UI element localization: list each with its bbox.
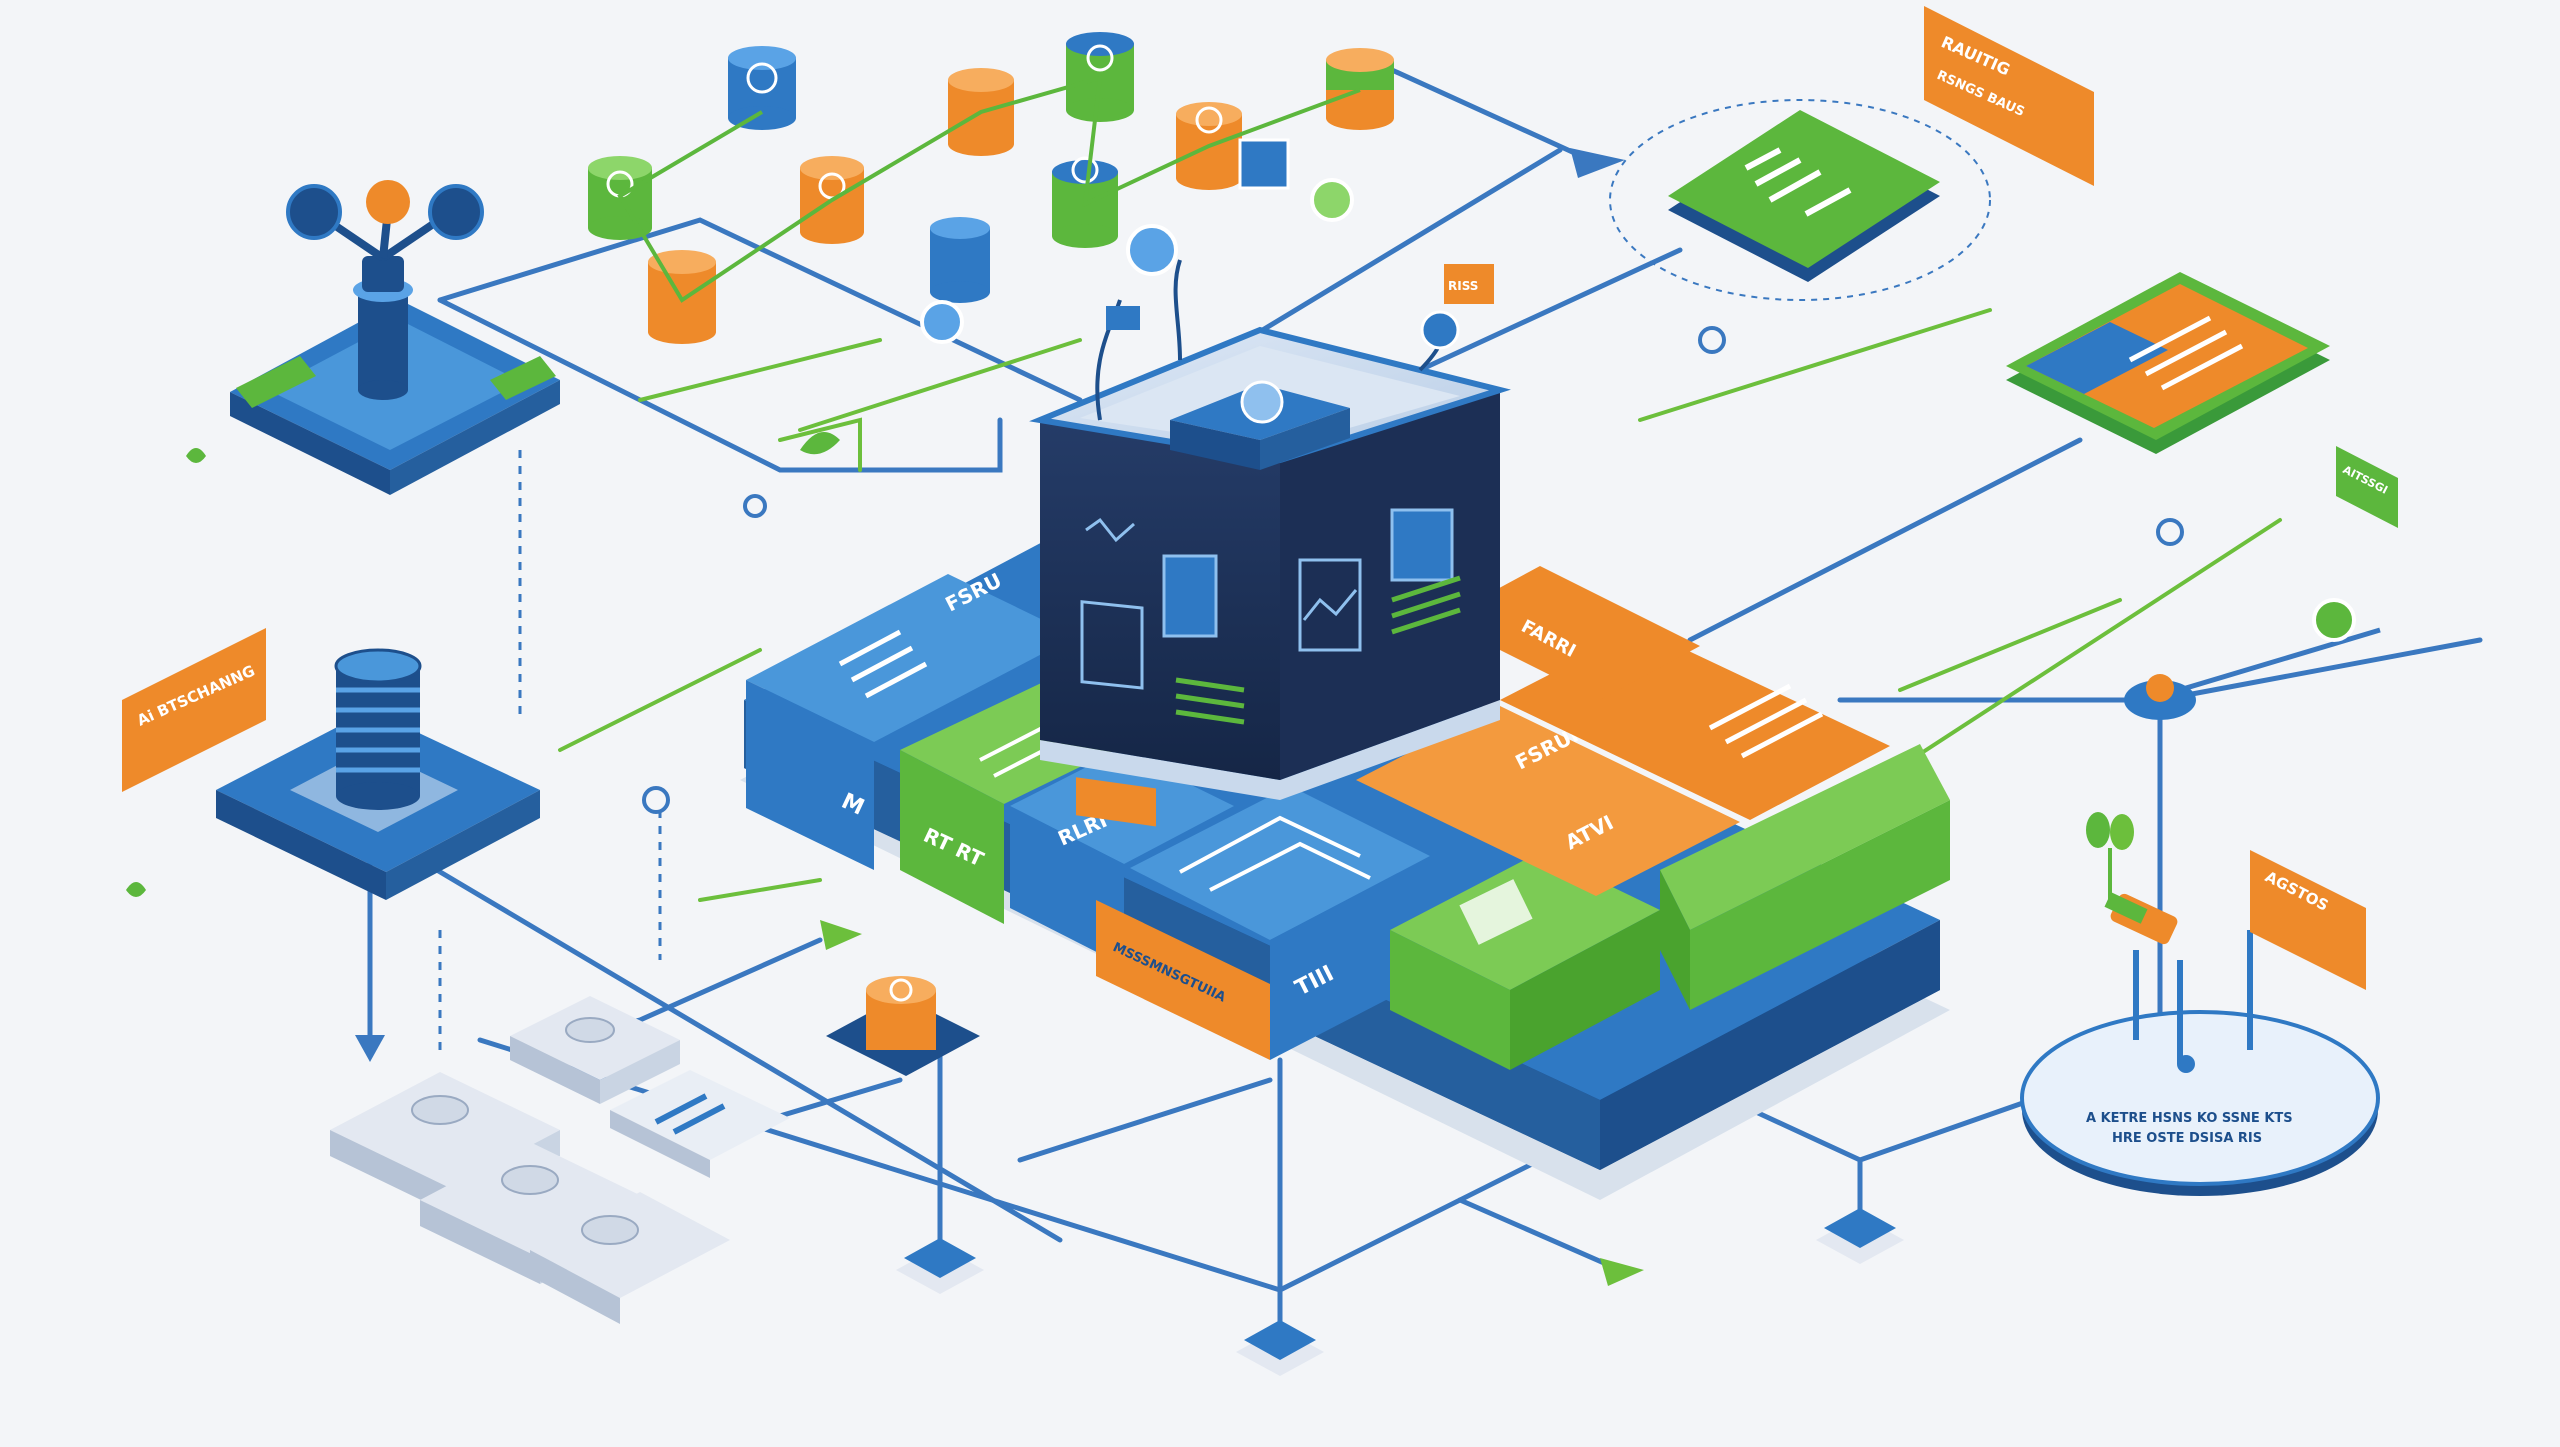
database-node [1052, 156, 1118, 248]
right-round-platform: A KETRE HSNS KO SSNE KTS HRE OSTE DSISA … [2020, 812, 2380, 1196]
top-right-info-card: RAUITIG RSNGS BAUS [1924, 6, 2094, 186]
network-node-icon [2312, 598, 2356, 642]
right-info-card: AGSTOS [2250, 850, 2366, 990]
document-card-orange [2006, 272, 2330, 454]
database-node [1066, 32, 1134, 122]
leaf-marks [126, 432, 840, 897]
node-cluster-top [588, 32, 1394, 344]
network-node-icon [920, 300, 964, 344]
orange-server-block [826, 976, 980, 1076]
router-icon [1236, 1320, 1324, 1376]
network-node-icon [1310, 178, 1354, 222]
database-node [1326, 48, 1394, 130]
small-tag-right: AITSSGI [2336, 446, 2398, 528]
connector-rings [642, 326, 2184, 814]
left-info-card: Ai BTSCHANNG [122, 628, 266, 792]
bottom-nodes [896, 1208, 1904, 1376]
tile-blue-c: TIII [1130, 786, 1430, 1060]
tile-green-c [1660, 744, 1950, 1010]
dish-icon [366, 180, 410, 224]
platform-caption-2: HRE OSTE DSISA RIS [2112, 1131, 2262, 1146]
dashed-lines [438, 450, 662, 1050]
arrow-head-right [1570, 148, 1625, 178]
database-node [728, 46, 796, 130]
router-icon [1238, 138, 1290, 190]
tile-blue-left: FSRU M [746, 568, 1076, 870]
plant-icon [2086, 812, 2134, 900]
document-card-green [1609, 99, 1991, 301]
arrow-head-green-1 [820, 920, 862, 950]
network-node-icon [1126, 224, 1178, 276]
database-stack [216, 648, 540, 900]
dish-icon [286, 184, 342, 240]
hub-node-right [2124, 598, 2381, 720]
satellite-hub [230, 180, 560, 495]
document-card-icon [1744, 147, 1852, 217]
tile-orange-c: FARRI [1440, 566, 1700, 700]
database-node [800, 156, 864, 244]
server-cube-icon [1029, 259, 1511, 827]
node-links [617, 75, 1361, 303]
router-icon [1816, 1208, 1904, 1264]
grey-modules [330, 996, 790, 1324]
small-tag-center: RISS [1444, 264, 1494, 304]
database-node [948, 68, 1014, 156]
dish-icon [428, 184, 484, 240]
platform-caption-1: A KETRE HSNS KO SSNE KTS [2086, 1111, 2293, 1126]
database-node [930, 217, 990, 303]
database-node [588, 156, 652, 240]
arrow-head-down [355, 1035, 385, 1062]
connection-lines-green [558, 308, 2282, 902]
small-tag-label: RISS [1448, 279, 1478, 293]
arrowheads [355, 148, 1644, 1286]
tile-orange-a: FSRUI ATVI [1356, 706, 1740, 896]
arrow-head-green-2 [1600, 1258, 1644, 1286]
database-stack-icon [334, 648, 422, 684]
router-icon [896, 1238, 984, 1294]
